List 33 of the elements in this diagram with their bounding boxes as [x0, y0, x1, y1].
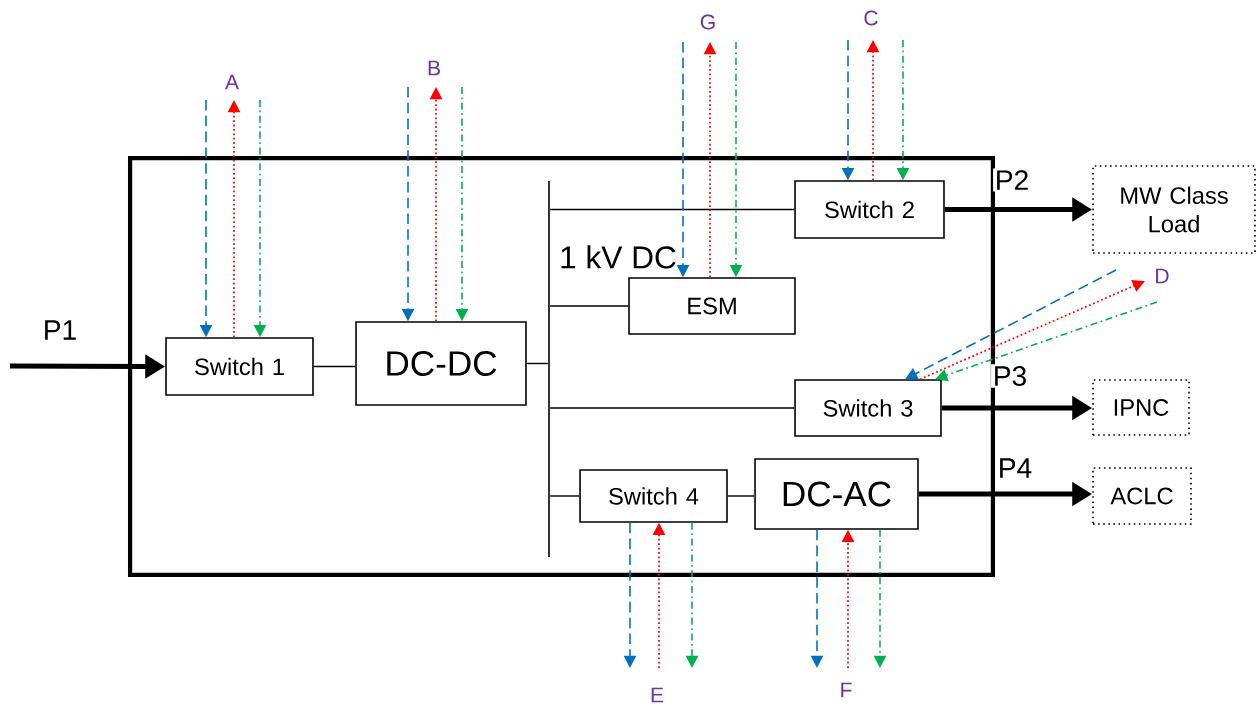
connector-line	[727, 495, 755, 497]
block-box: Switch 1	[165, 337, 314, 396]
load-box: ACLC	[1092, 467, 1192, 525]
signal-arrow	[919, 280, 1145, 381]
signal-letter: C	[864, 10, 878, 26]
signal-letter: D	[1156, 268, 1169, 284]
block-box: Switch 2	[794, 180, 945, 239]
bus-label: 1 kV DC	[561, 245, 676, 269]
block-box: DC-AC	[754, 458, 919, 530]
edge-label: P3	[991, 364, 1029, 388]
connector-line	[549, 407, 795, 409]
load-box: IPNC	[1092, 379, 1190, 436]
signal-arrow	[905, 269, 1117, 380]
block-box: ESM	[628, 277, 796, 335]
signal-letter: F	[841, 682, 852, 698]
connector-line	[526, 362, 549, 365]
system-frame	[128, 155, 996, 578]
load-box: MW Class Load	[1092, 165, 1256, 254]
block-box: Switch 3	[794, 379, 942, 437]
connector-line	[313, 365, 356, 368]
signal-letter: A	[225, 74, 239, 90]
block-box: Switch 4	[579, 469, 728, 523]
signal-letter: G	[700, 14, 715, 30]
edge-label: P1	[41, 318, 79, 342]
signal-arrow	[935, 301, 1158, 382]
connector-line	[549, 305, 629, 307]
edge-label: P2	[993, 168, 1031, 192]
connector-line	[549, 208, 795, 211]
connector-line	[549, 495, 580, 497]
block-box: DC-DC	[355, 321, 527, 406]
signal-letter: E	[651, 687, 664, 703]
signal-letter: B	[428, 60, 440, 76]
edge-label: P4	[996, 456, 1034, 480]
